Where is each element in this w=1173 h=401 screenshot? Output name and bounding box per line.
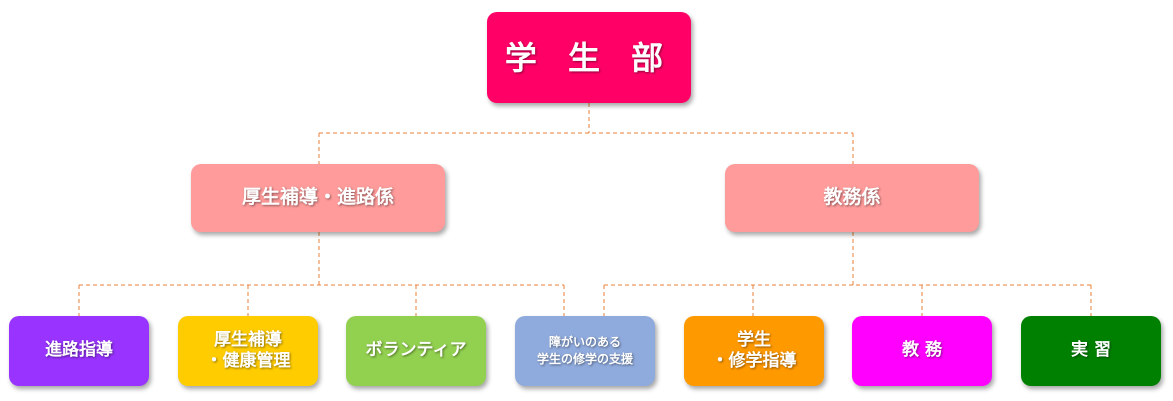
connector-dept2-units [603,232,1092,316]
unit-career-guidance: 進路指導 [9,316,149,386]
root-node-student-affairs: 学 生 部 [487,12,691,103]
unit-volunteer: ボランティア [346,316,486,386]
unit-disability-support: 障がいのある 学生の修学の支援 [515,316,655,386]
department-academic-affairs: 教務係 [725,164,979,232]
department-welfare-career: 厚生補導・進路係 [191,164,445,232]
unit-welfare-health: 厚生補導 ・健康管理 [178,316,318,386]
connector-dept1-units [78,232,565,316]
connector-root-departments [318,103,854,164]
unit-practicum: 実 習 [1021,316,1161,386]
unit-student-study-guidance: 学生 ・修学指導 [684,316,824,386]
unit-academic: 教 務 [852,316,992,386]
